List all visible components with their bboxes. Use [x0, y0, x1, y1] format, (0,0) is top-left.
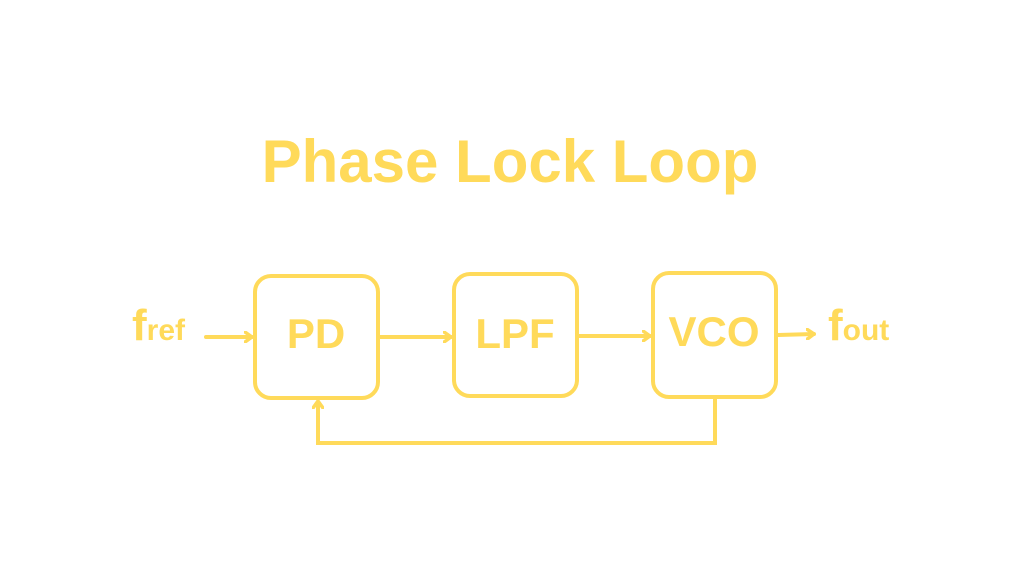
vco-label: VCO: [668, 308, 759, 355]
output-label-main: f: [828, 301, 843, 350]
lpf-block: [452, 272, 579, 398]
output-label-sub: out: [843, 314, 890, 347]
input-label-main: f: [132, 301, 147, 350]
output-arrow: [776, 334, 816, 335]
diagram-title: Phase Lock Loop: [262, 128, 759, 195]
pd-label: PD: [287, 310, 345, 357]
output-label: fout: [828, 301, 889, 350]
input-label-sub: ref: [147, 314, 186, 347]
feedback-arrow: [318, 399, 717, 445]
input-label: fref: [132, 301, 186, 350]
lpf-label: LPF: [475, 310, 554, 357]
